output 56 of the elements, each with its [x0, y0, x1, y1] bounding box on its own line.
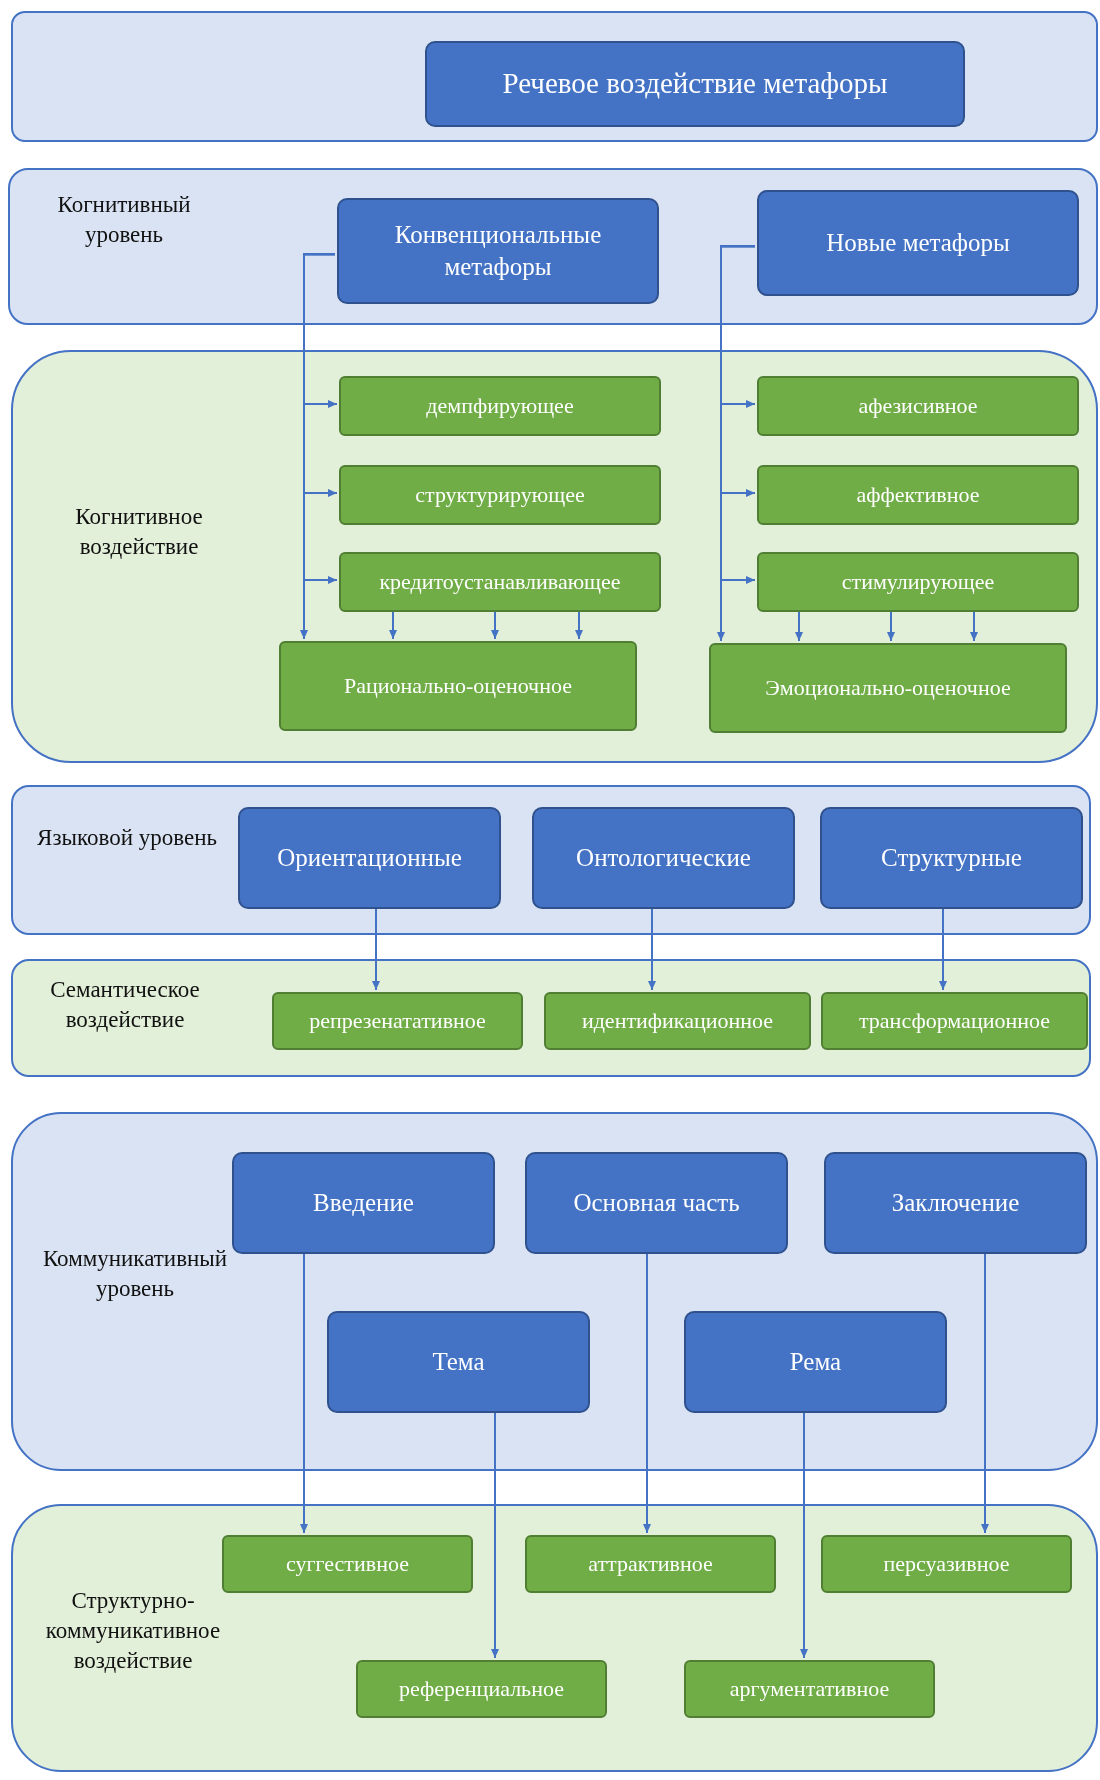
category-box: Новые метафоры	[757, 190, 1079, 296]
band-title: Коммуникативный уровень	[41, 1245, 229, 1303]
arrow	[643, 1251, 651, 1534]
category-box: Речевое воздействие метафоры	[425, 41, 965, 127]
band-panel	[11, 785, 1091, 935]
arrow	[887, 609, 895, 642]
band-panel	[8, 168, 1098, 325]
arrow	[648, 906, 656, 991]
effect-box: идентификационное	[544, 992, 811, 1050]
effect-box: Эмоционально-оценочное	[709, 643, 1067, 733]
band-panel	[11, 11, 1098, 142]
effect-box: аффективное	[757, 465, 1079, 525]
category-box: Структурные	[820, 807, 1083, 909]
category-box: Заключение	[824, 1152, 1087, 1254]
band-panel	[11, 959, 1091, 1077]
arrow	[939, 906, 947, 991]
band-title: Структурно-коммуникативное воздействие	[44, 1587, 222, 1675]
effect-box: референциальное	[356, 1660, 607, 1718]
arrow	[300, 253, 336, 640]
effect-box: персуазивное	[821, 1535, 1072, 1593]
effect-box: трансформационное	[821, 992, 1088, 1050]
band-title: Когнитивный уровень	[56, 191, 192, 249]
band-title: Языковой уровень	[36, 824, 218, 852]
effect-box: аттрактивное	[525, 1535, 776, 1593]
arrow	[575, 609, 583, 640]
effect-box: репрезенатативное	[272, 992, 523, 1050]
arrow	[389, 609, 397, 640]
category-box: Основная часть	[525, 1152, 788, 1254]
effect-box: суггестивное	[222, 1535, 473, 1593]
effect-box: стимулирующее	[757, 552, 1079, 612]
arrow	[491, 1410, 499, 1659]
effect-box: кредитоустанавливающее	[339, 552, 661, 612]
category-box: Рема	[684, 1311, 947, 1413]
arrow	[717, 245, 756, 642]
arrow	[970, 609, 978, 642]
band-panel	[11, 350, 1098, 763]
effect-box: демпфирующее	[339, 376, 661, 436]
band-panel	[11, 1504, 1098, 1772]
arrow	[981, 1251, 989, 1534]
effect-box: аргументативное	[684, 1660, 935, 1718]
effect-box: афезисивное	[757, 376, 1079, 436]
band-panel	[11, 1112, 1098, 1471]
category-box: Введение	[232, 1152, 495, 1254]
category-box: Тема	[327, 1311, 590, 1413]
effect-box: структурирующее	[339, 465, 661, 525]
band-title: Семантическое воздействие	[49, 976, 201, 1034]
arrow	[800, 1410, 808, 1659]
effect-box: Рационально-оценочное	[279, 641, 637, 731]
arrow	[300, 1251, 308, 1534]
category-box: Ориентационные	[238, 807, 501, 909]
arrow	[795, 609, 803, 642]
arrow	[372, 906, 380, 991]
category-box: Онтологические	[532, 807, 795, 909]
band-title: Когнитивное воздействие	[74, 503, 204, 561]
category-box: Конвенциональные метафоры	[337, 198, 659, 304]
arrow	[491, 609, 499, 640]
